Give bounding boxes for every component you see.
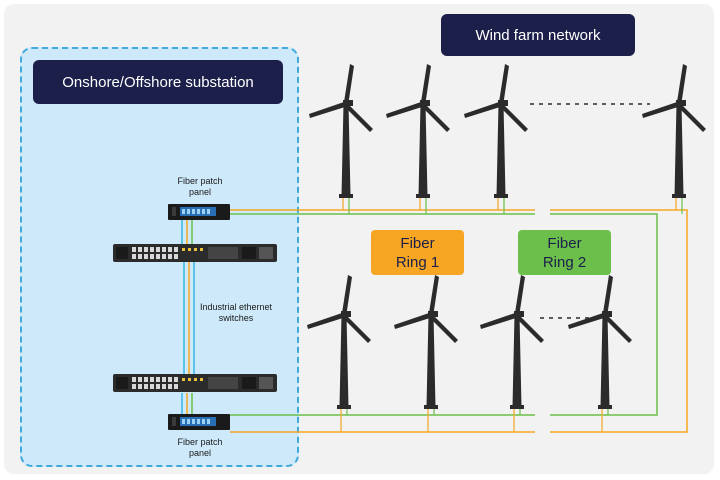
patch-panel-bottom-line2: panel	[188, 448, 212, 458]
industrial-switch-bottom	[113, 374, 277, 392]
switches-label: Industrial ethernet switches	[196, 302, 276, 324]
fiber-ring-2-line1: Fiber	[547, 234, 582, 252]
turbine-top-3	[464, 64, 528, 198]
turbine-bottom-2	[394, 275, 458, 409]
turbine-top-2	[386, 64, 450, 198]
turbine-top-1	[309, 64, 373, 198]
patch-panel-top-label: Fiber patch panel	[160, 176, 240, 198]
fiber-ring-2-label: Fiber Ring 2	[518, 230, 611, 275]
substation-uplinks	[181, 220, 195, 415]
patch-panel-bottom-line1: Fiber patch	[177, 437, 223, 447]
fiber-ring-1-label: Fiber Ring 1	[371, 230, 464, 275]
patch-panel-top-line2: panel	[188, 187, 212, 197]
continuation-dots	[530, 103, 650, 319]
patch-panel-bottom	[168, 414, 230, 430]
fiber-ring-1-path	[230, 209, 688, 433]
patch-panel-bottom-label: Fiber patch panel	[160, 437, 240, 459]
industrial-switch-top	[113, 244, 277, 262]
fiber-ring-2-line2: Ring 2	[542, 253, 587, 271]
turbine-bottom-4	[568, 275, 632, 409]
patch-panel-top-line1: Fiber patch	[177, 176, 223, 186]
fiber-ring-1-line2: Ring 1	[395, 253, 440, 271]
patch-panel-top	[168, 204, 230, 220]
fiber-ring-2-path	[230, 213, 658, 416]
wind-farm-title: Wind farm network	[441, 14, 635, 56]
turbine-drop-links	[340, 198, 683, 432]
switches-label-line1: Industrial ethernet	[199, 302, 273, 312]
turbine-bottom-1	[307, 275, 371, 409]
substation-title: Onshore/Offshore substation	[33, 60, 283, 104]
fiber-ring-1-line1: Fiber	[400, 234, 435, 252]
switches-label-line2: switches	[218, 313, 254, 323]
turbine-top-4	[642, 64, 706, 198]
turbine-bottom-3	[480, 275, 544, 409]
